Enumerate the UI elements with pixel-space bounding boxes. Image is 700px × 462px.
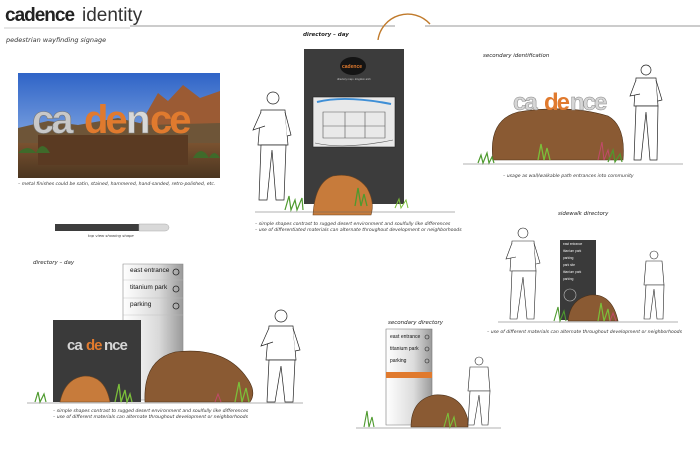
secondary-id-label: secondary identification bbox=[483, 53, 550, 59]
monument-label: directory – day bbox=[303, 32, 349, 38]
svg-text:de: de bbox=[86, 337, 102, 354]
top-view-shape-diagram bbox=[55, 223, 170, 232]
secondary-directory-item-3: parking bbox=[390, 358, 407, 364]
sidewalk-item-2: titanium park bbox=[563, 249, 582, 253]
brand-identity-word: identity bbox=[82, 5, 143, 26]
sidewalk-item-5: titanium park bbox=[563, 270, 582, 274]
svg-text:ca: ca bbox=[32, 98, 74, 142]
monument-directory-sign: cadence directory map • kingdom arch bbox=[252, 49, 455, 216]
svg-text:nce: nce bbox=[104, 337, 128, 354]
sidewalk-directory-label: sidewalk directory bbox=[558, 211, 609, 217]
directory-note-1: – simple shapes contrast to rugged deser… bbox=[53, 409, 249, 414]
header-rule bbox=[4, 13, 700, 40]
svg-text:ce: ce bbox=[150, 98, 190, 142]
sidewalk-item-6: parking bbox=[563, 277, 574, 281]
photo-desert-sign: ca de n ce bbox=[18, 73, 220, 178]
secondary-id-sign: ca de nce bbox=[463, 64, 683, 165]
svg-text:directory map • kingdom arch: directory map • kingdom arch bbox=[337, 77, 371, 81]
directory-item-2: titanium park bbox=[130, 284, 168, 291]
secondary-directory-item-1: east entrance bbox=[390, 334, 421, 340]
photo-caption: – metal finishes could be satin, stained… bbox=[18, 182, 216, 187]
directory-day-sign: ca de nce bbox=[27, 263, 303, 405]
sidewalk-item-4: park site bbox=[563, 263, 576, 267]
sidewalk-item-3: parking bbox=[563, 256, 574, 260]
svg-text:n: n bbox=[126, 98, 148, 142]
top-view-caption: top view showing shape bbox=[88, 233, 134, 238]
secondary-directory-sign bbox=[356, 328, 501, 430]
monument-note-2: – use of differentiated materials can al… bbox=[255, 228, 462, 233]
directory-item-3: parking bbox=[130, 301, 152, 308]
svg-text:ca: ca bbox=[67, 337, 83, 354]
sidewalk-note: – use of different materials can alterna… bbox=[487, 330, 682, 335]
directory-day-label: directory – day bbox=[33, 260, 75, 266]
secondary-id-note: – usage as wall/walkable path entrances … bbox=[503, 174, 634, 179]
svg-text:de: de bbox=[84, 98, 126, 142]
secondary-directory-item-2: titanium park bbox=[390, 346, 419, 352]
svg-text:nce: nce bbox=[570, 89, 607, 116]
monument-note-1: – simple shapes contrast to rugged deser… bbox=[255, 222, 451, 227]
brand-title: cadence bbox=[5, 5, 75, 26]
secondary-directory-label: secondary directory bbox=[388, 320, 443, 326]
directory-note-2: – use of different materials can alterna… bbox=[53, 415, 248, 420]
svg-text:cadence: cadence bbox=[342, 64, 362, 70]
sidewalk-directory-sign bbox=[498, 227, 678, 323]
svg-text:ca: ca bbox=[513, 89, 538, 116]
svg-text:de: de bbox=[544, 89, 570, 116]
directory-item-1: east entrance bbox=[130, 267, 170, 274]
page-subtitle: pedestrian wayfinding signage bbox=[6, 36, 107, 44]
sidewalk-item-1: east entrance bbox=[563, 242, 583, 246]
